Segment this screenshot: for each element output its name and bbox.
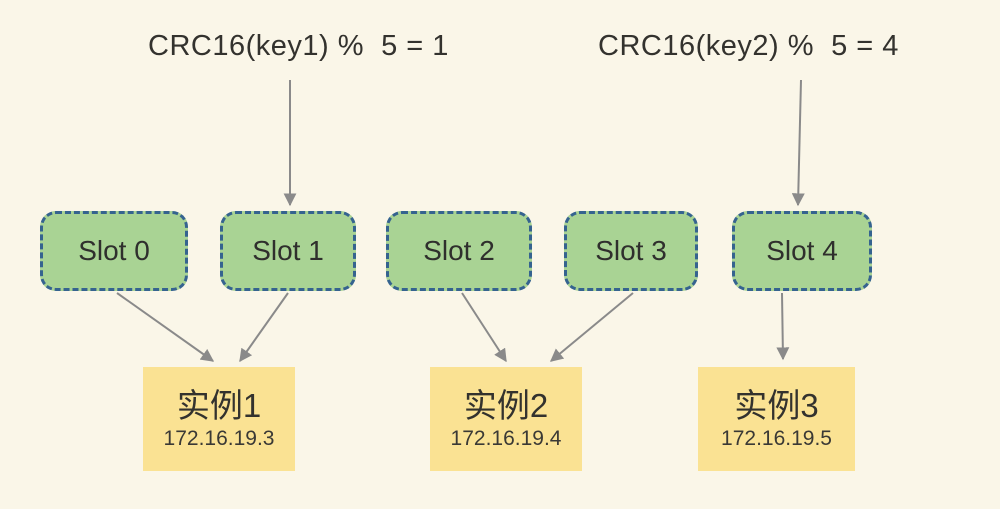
arrow-key2-to-slot4: [791, 79, 805, 207]
crc16-key1-formula: CRC16(key1) % 5 = 1: [148, 30, 449, 62]
slot-0-box: Slot 0: [40, 211, 188, 291]
crc16-key2-formula: CRC16(key2) % 5 = 4: [598, 30, 899, 62]
arrow-slot1-to-instance1: [239, 292, 289, 363]
arrow-slot3-to-instance2: [549, 292, 634, 362]
instance-3-box: 实例3 172.16.19.5: [698, 367, 855, 471]
slot-1-box: Slot 1: [220, 211, 356, 291]
arrow-slot4-to-instance3: [776, 292, 790, 361]
arrow-slot0-to-instance1: [116, 292, 215, 362]
instance-2-ip: 172.16.19.4: [450, 427, 562, 451]
slot-3-box: Slot 3: [564, 211, 698, 291]
instance-2-name: 实例2: [463, 386, 549, 424]
instance-2-box: 实例2 172.16.19.4: [430, 367, 582, 471]
instance-3-name: 实例3: [734, 386, 819, 424]
instance-1-ip: 172.16.19.3: [163, 427, 275, 451]
slot-4-box: Slot 4: [732, 211, 872, 291]
slot-2-box: Slot 2: [386, 211, 532, 291]
arrow-slot2-to-instance2: [461, 292, 507, 363]
instance-3-ip: 172.16.19.5: [721, 427, 832, 451]
instance-1-box: 实例1 172.16.19.3: [143, 367, 295, 471]
instance-1-name: 实例1: [176, 386, 262, 424]
